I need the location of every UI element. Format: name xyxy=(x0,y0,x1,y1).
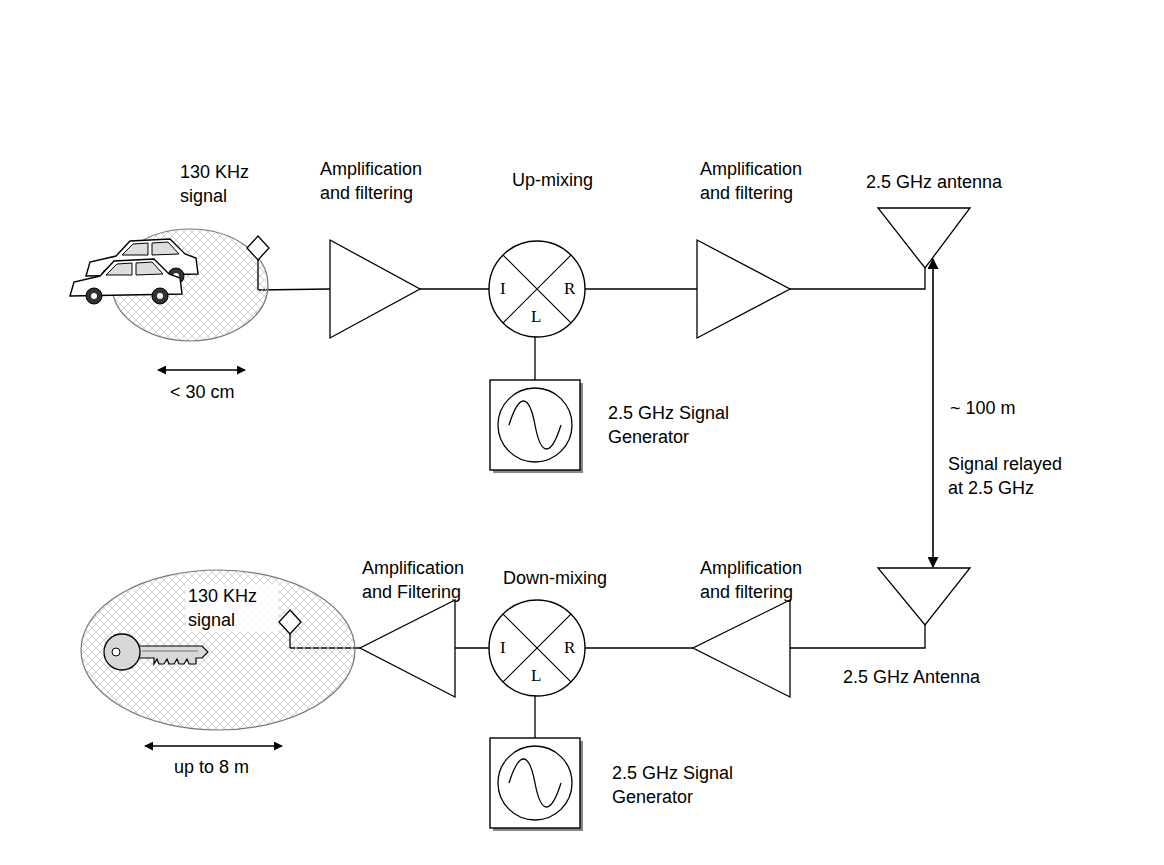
node-label: Down-mixing xyxy=(503,566,607,590)
note-label: Signal relayed at 2.5 GHz xyxy=(948,452,1080,500)
signal-wire xyxy=(534,337,535,380)
port-letter: I xyxy=(500,638,506,658)
node-label: 130 KHz signal xyxy=(186,584,278,632)
port-letter: I xyxy=(500,279,506,299)
antenna: 2.5 GHz antenna xyxy=(860,166,1004,270)
signal-wire xyxy=(534,696,535,738)
signal-zone: 130 KHz signal xyxy=(80,568,360,734)
dimension-line xyxy=(158,369,245,371)
amplifier: Amplification and filtering xyxy=(695,155,835,341)
node-label: Up-mixing xyxy=(512,168,593,192)
amplifier-outline xyxy=(318,155,448,341)
signal-zone-outline xyxy=(60,158,280,348)
signal-generator-outline xyxy=(488,736,768,834)
port-letter: L xyxy=(531,307,541,327)
node-label: 130 KHz signal xyxy=(180,160,270,208)
dimension-label: < 30 cm xyxy=(170,380,235,404)
node-label: 2.5 GHz Signal Generator xyxy=(608,401,758,449)
distance-label: ~ 100 m xyxy=(950,396,1016,420)
signal-wire xyxy=(258,289,330,290)
amplifier-outline xyxy=(695,155,835,341)
node-label: 2.5 GHz Antenna xyxy=(843,665,980,689)
mixer: Up-mixingI R L xyxy=(480,165,600,342)
signal-wire xyxy=(932,259,934,567)
signal-zone: 130 KHz signal xyxy=(60,158,280,348)
amplifier: Amplification and filtering xyxy=(318,155,450,341)
node-label: Amplification and Filtering xyxy=(362,556,490,604)
dimension-label: up to 8 m xyxy=(174,755,249,779)
signal-wire xyxy=(790,268,925,289)
node-label: Amplification and filtering xyxy=(700,556,828,604)
mixer: Down-mixingI R L xyxy=(480,565,610,700)
signal-wire xyxy=(585,288,697,289)
signal-generator: 2.5 GHz Signal Generator xyxy=(488,378,768,474)
port-letter: R xyxy=(564,279,575,299)
dimension-line xyxy=(145,745,282,747)
node-label: 2.5 GHz antenna xyxy=(866,170,1002,194)
amplifier: Amplification and Filtering xyxy=(355,555,492,701)
signal-wire xyxy=(585,647,693,648)
signal-generator-outline xyxy=(488,378,768,474)
signal-wire xyxy=(455,647,489,648)
port-letter: R xyxy=(564,638,575,658)
signal-generator: 2.5 GHz Signal Generator xyxy=(488,736,768,834)
signal-wire xyxy=(790,625,925,648)
node-label: Amplification and filtering xyxy=(320,157,448,205)
amplifier: Amplification and filtering xyxy=(690,555,830,701)
node-label: 2.5 GHz Signal Generator xyxy=(612,761,762,809)
node-label: Amplification and filtering xyxy=(700,157,828,205)
antenna: 2.5 GHz Antenna xyxy=(838,566,998,704)
port-letter: L xyxy=(531,666,541,686)
signal-wire xyxy=(420,288,489,289)
